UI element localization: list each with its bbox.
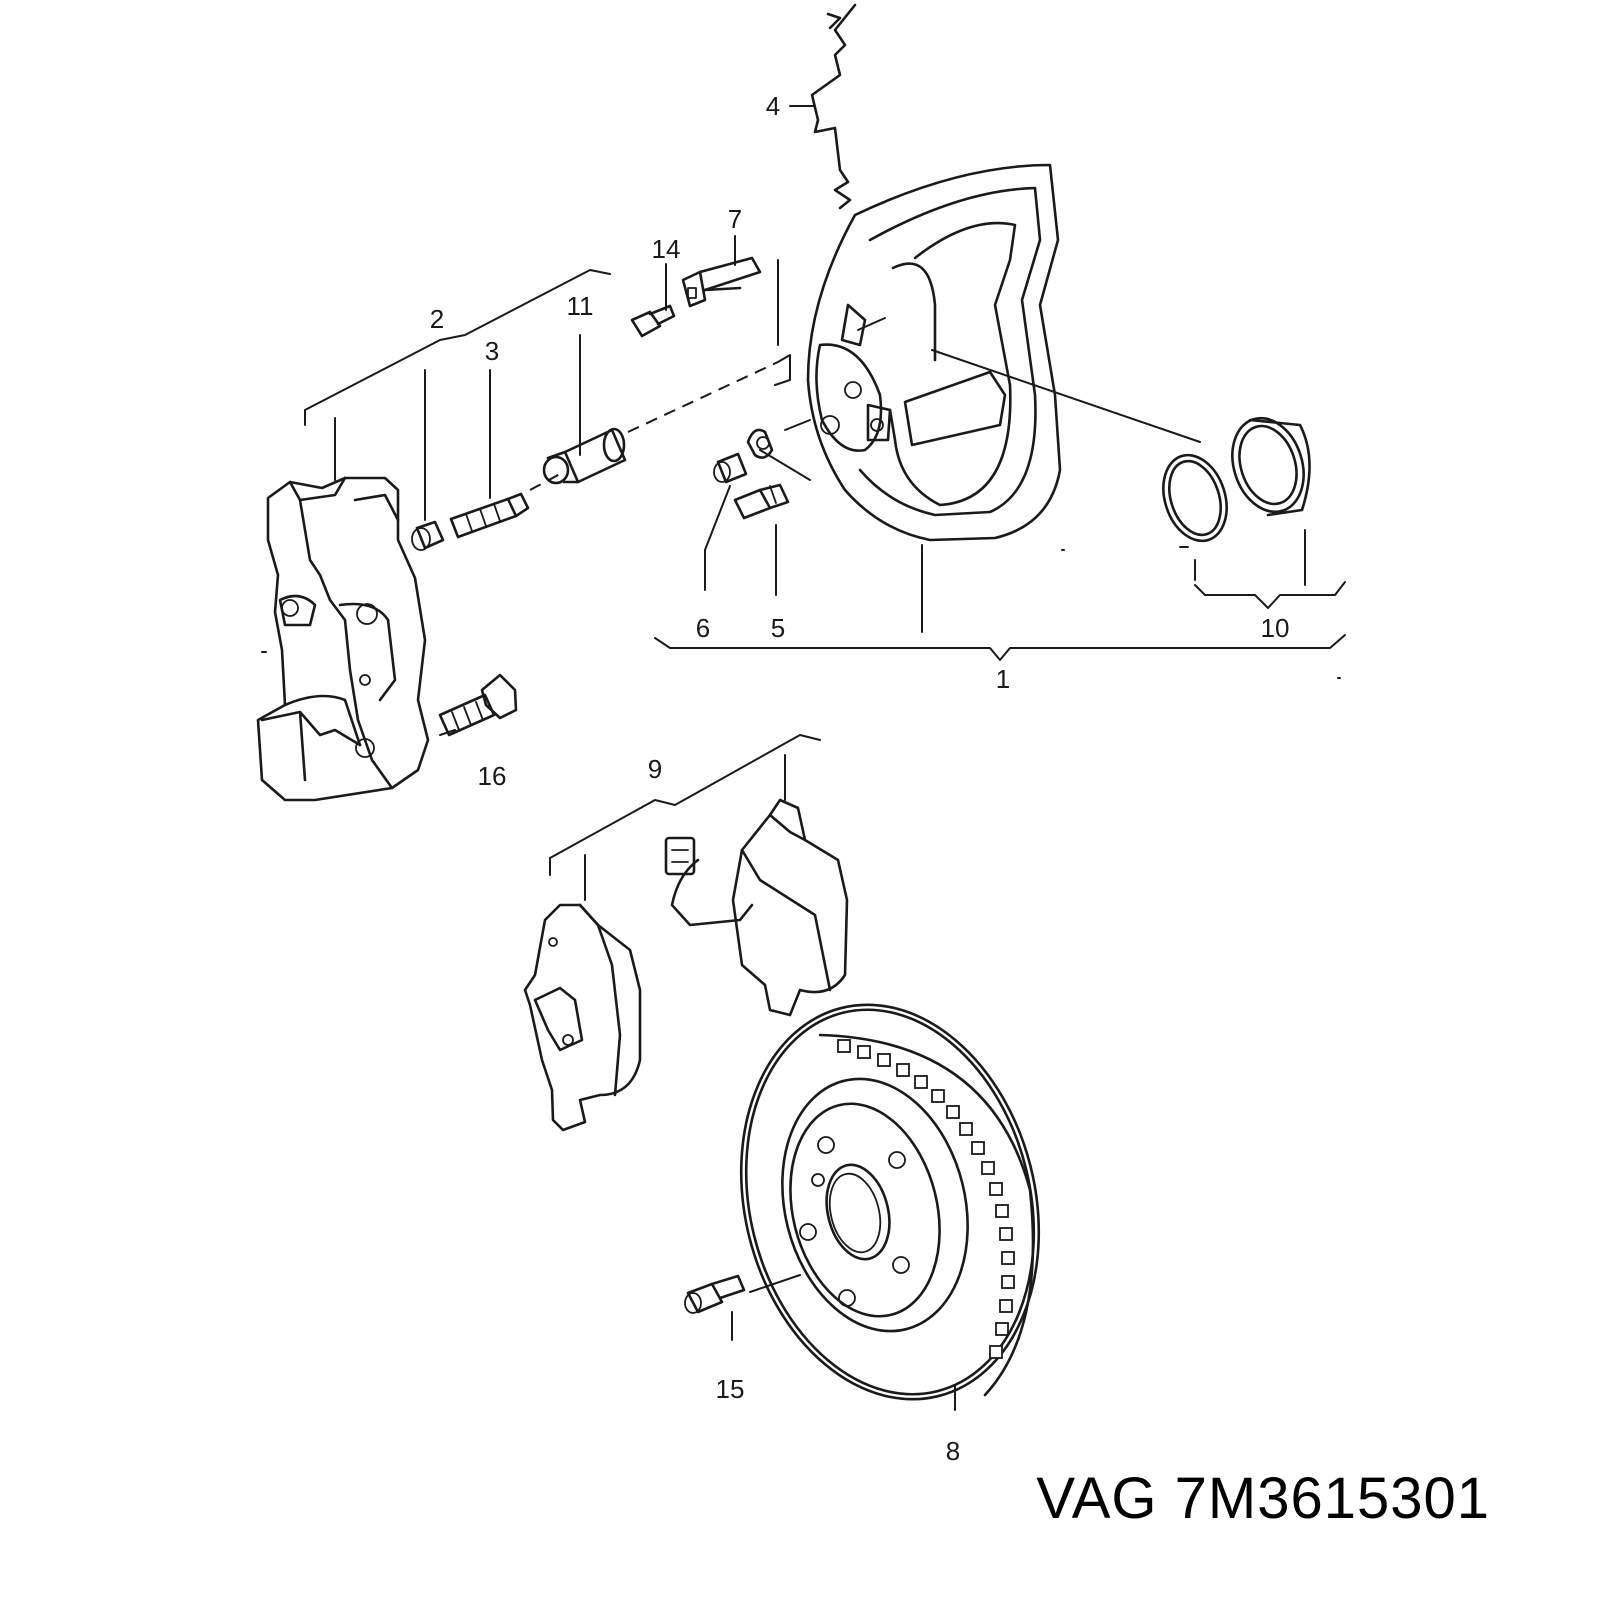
callout-14: 14 bbox=[652, 234, 681, 264]
callout-8: 8 bbox=[946, 1436, 960, 1466]
callout-3: 3 bbox=[485, 336, 499, 366]
callout-10: 10 bbox=[1261, 613, 1290, 643]
bracket-clip bbox=[681, 256, 762, 308]
anti-rattle-spring bbox=[810, 3, 857, 210]
callout-11: 11 bbox=[567, 291, 594, 321]
bleed-screw bbox=[733, 483, 790, 520]
disc-vent-slots bbox=[837, 1039, 1015, 1359]
callout-2: 2 bbox=[430, 304, 444, 334]
caliper-carrier-bracket bbox=[256, 476, 430, 802]
disc-screw bbox=[684, 1274, 746, 1314]
piston-seals bbox=[1162, 416, 1311, 543]
brake-disc bbox=[739, 1003, 1041, 1401]
small-bolt bbox=[630, 304, 676, 338]
callout-6: 6 bbox=[696, 613, 710, 643]
callout-labels: 1 2 3 4 5 6 7 8 9 10 11 14 15 16 bbox=[430, 91, 1290, 1466]
callout-15: 15 bbox=[716, 1374, 745, 1404]
brand-label: VAG bbox=[1036, 1466, 1158, 1531]
callout-4: 4 bbox=[766, 91, 780, 121]
callout-7: 7 bbox=[728, 204, 742, 234]
callout-9: 9 bbox=[648, 754, 662, 784]
bleed-cap bbox=[713, 452, 748, 484]
guide-sleeve bbox=[411, 520, 445, 551]
callout-16: 16 bbox=[478, 761, 507, 791]
bleed-bracket bbox=[746, 428, 774, 459]
mounting-bolt bbox=[438, 673, 518, 737]
part-number-caption: VAG 7M3615301 bbox=[1036, 1465, 1490, 1532]
dust-cap bbox=[542, 427, 627, 485]
guide-bolt bbox=[449, 492, 530, 539]
callout-1: 1 bbox=[996, 664, 1010, 694]
brake-pads bbox=[523, 798, 849, 1132]
callout-5: 5 bbox=[771, 613, 785, 643]
caliper-housing bbox=[806, 163, 1062, 542]
leader-lines bbox=[261, 105, 1346, 1411]
part-number: 7M3615301 bbox=[1174, 1466, 1490, 1531]
